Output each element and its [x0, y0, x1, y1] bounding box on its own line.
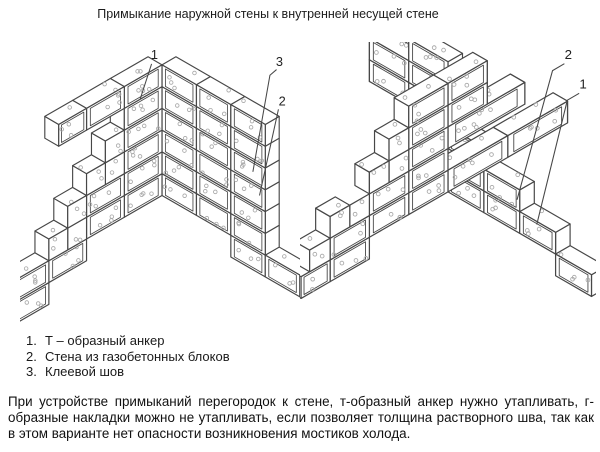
right-callout-leaders	[516, 63, 580, 225]
leader-line-3	[252, 69, 277, 172]
leader-line-2	[258, 109, 279, 196]
legend-item-number: 1.	[26, 333, 37, 348]
legend-item-label: Стена из газобетонных блоков	[45, 348, 230, 364]
left-wall-blocks	[20, 56, 304, 322]
description-paragraph: При устройстве примыканий перегородок к …	[8, 394, 594, 441]
left-wall-diagram: 1 3 2	[20, 47, 304, 322]
callout-label-2: 2	[279, 94, 286, 109]
legend-item-label: Клеевой шов	[45, 364, 125, 379]
legend-item-number: 3.	[26, 364, 37, 379]
legend-item: 3. Клеевой шов	[26, 364, 230, 380]
callout-label-3: 3	[276, 54, 283, 69]
leader-line-1	[536, 92, 580, 225]
right-wall-diagram: 2 1	[300, 42, 596, 300]
legend-item-label: Т – образный анкер	[45, 333, 165, 348]
legend-item: 1. Т – образный анкер	[26, 333, 230, 349]
callout-label-1: 1	[579, 76, 586, 91]
page-title: Примыкание наружной стены к внутренней н…	[97, 7, 439, 21]
left-callout-leaders	[139, 63, 279, 196]
callout-label-2: 2	[565, 47, 572, 62]
legend-list: 1. Т – образный анкер 2. Стена из газобе…	[26, 333, 230, 380]
legend-item: 2. Стена из газобетонных блоков	[26, 349, 230, 365]
right-wall-blocks	[300, 42, 596, 300]
legend-item-number: 2.	[26, 348, 37, 364]
leader-line-2	[516, 63, 565, 200]
leader-line-1	[139, 63, 153, 100]
callout-label-1: 1	[151, 47, 158, 62]
